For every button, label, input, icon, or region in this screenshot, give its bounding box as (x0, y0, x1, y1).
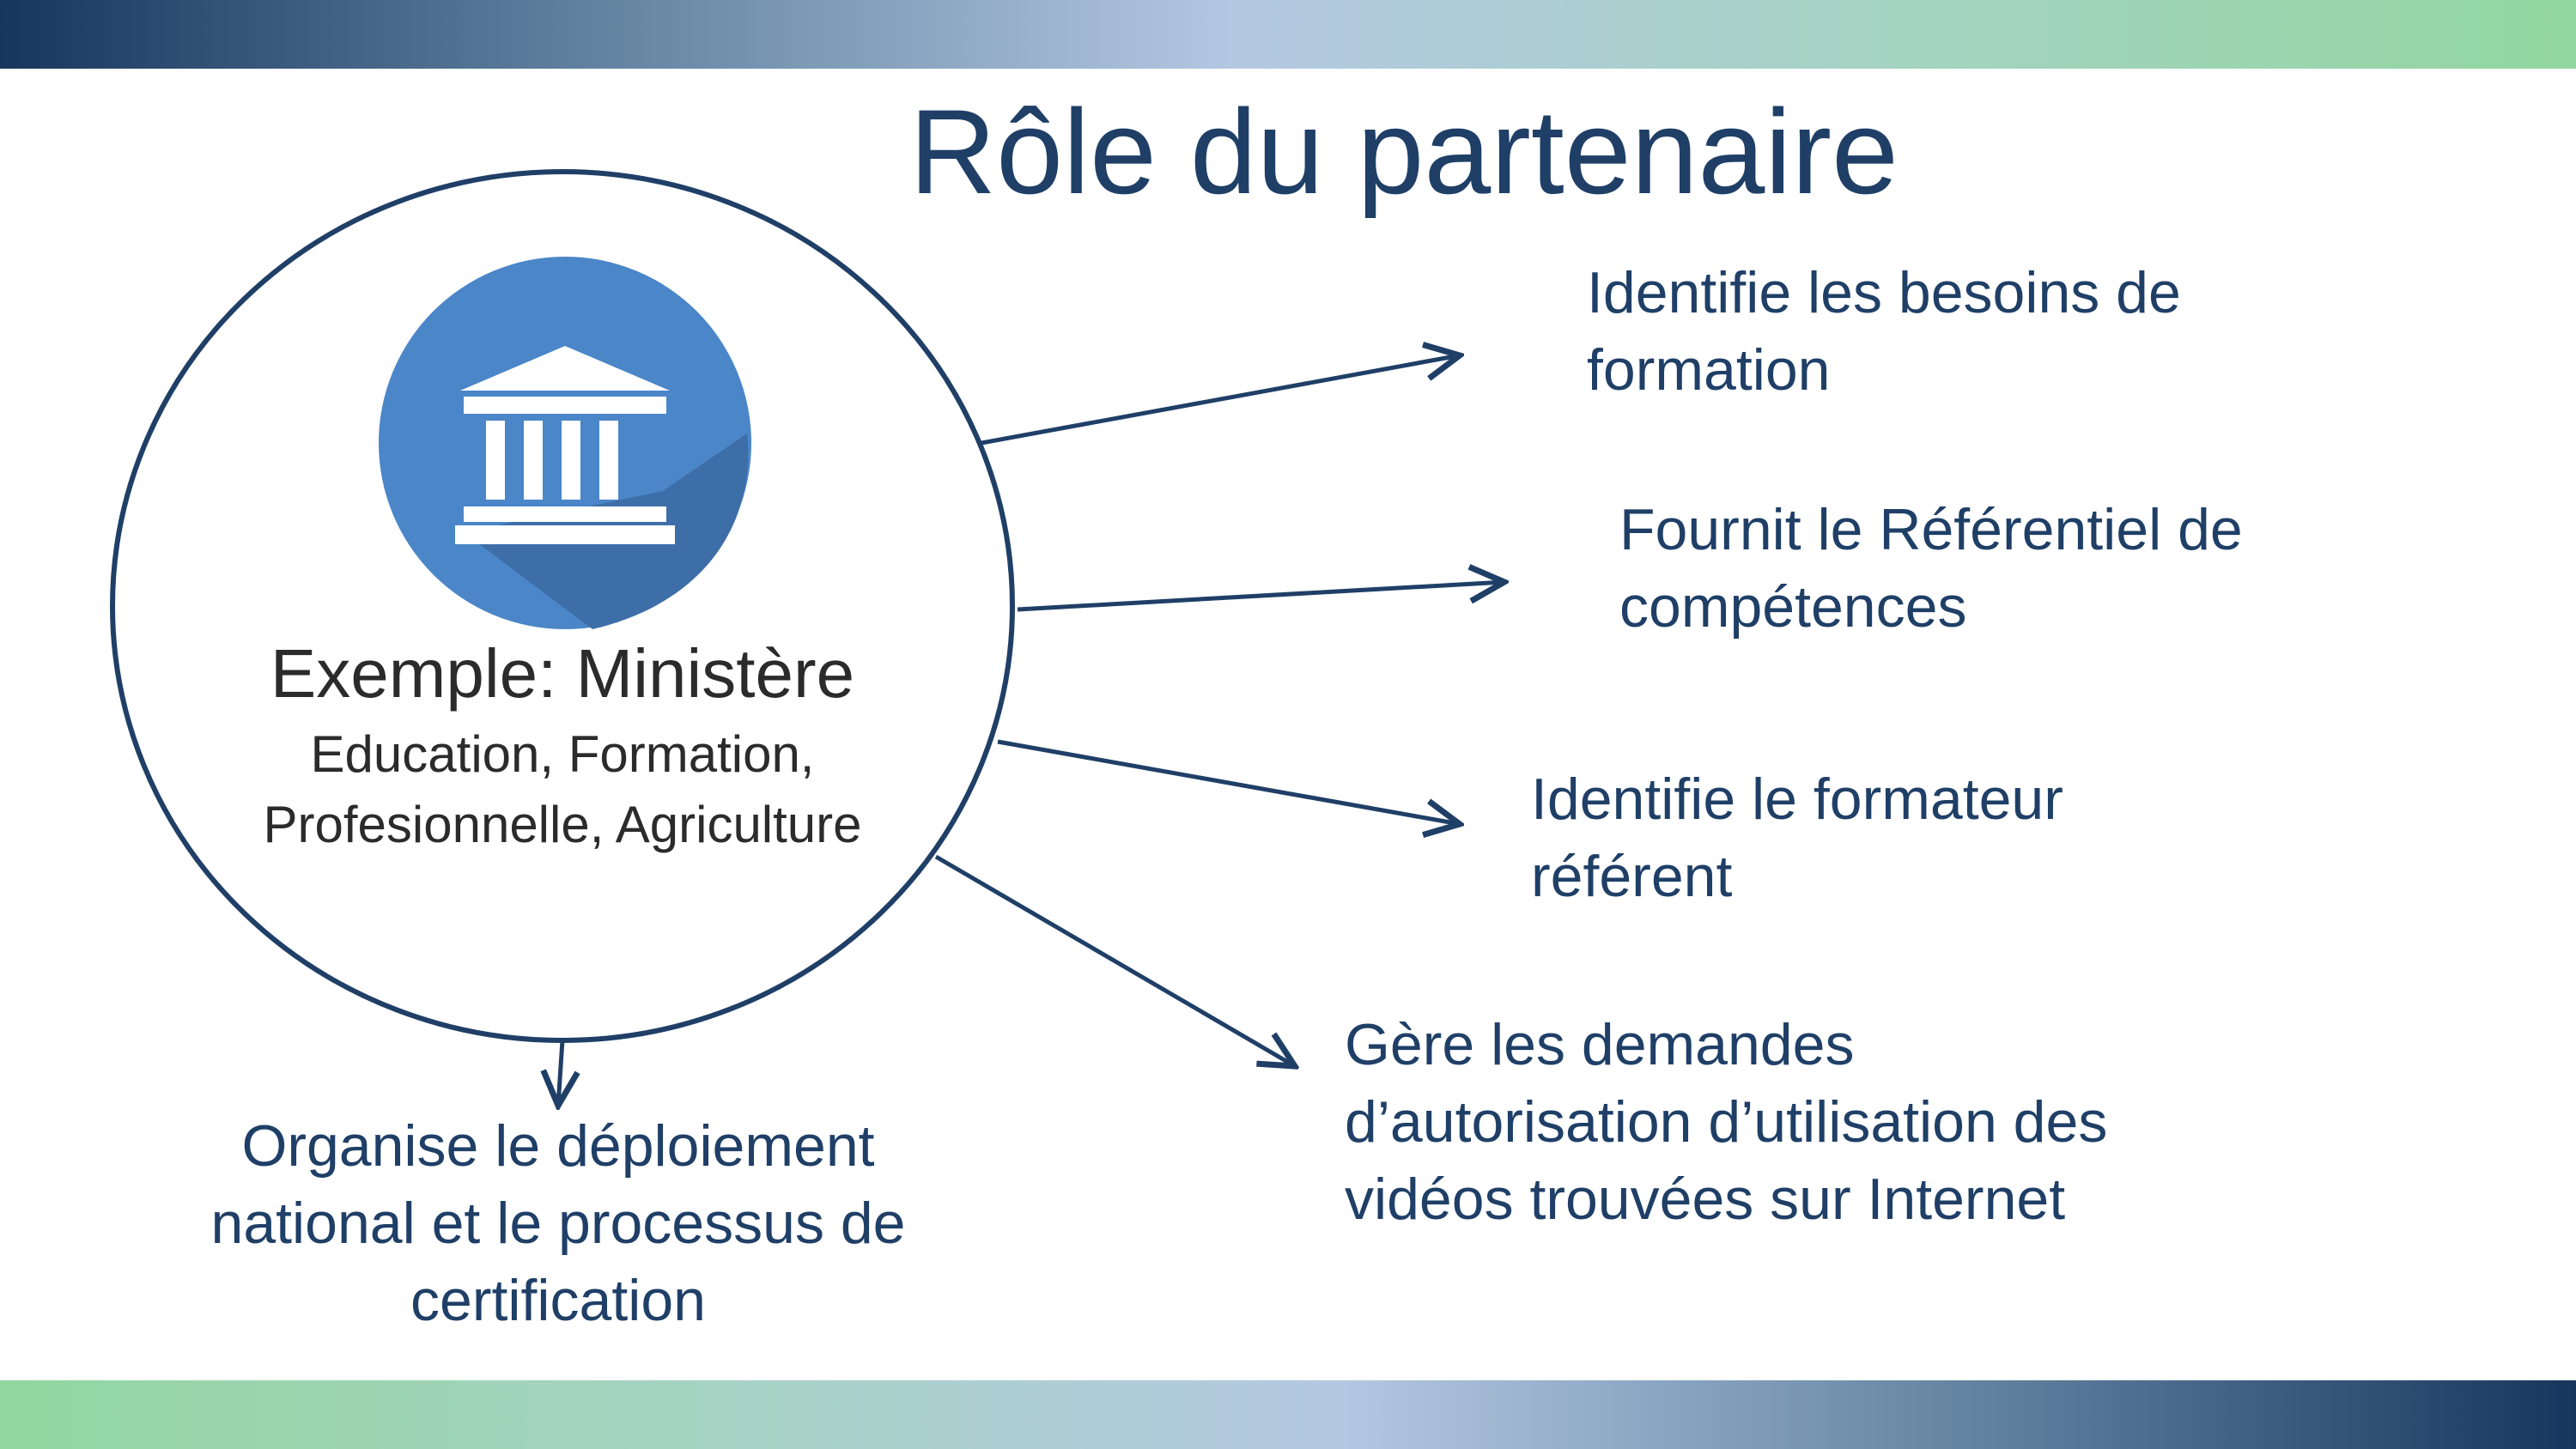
icon-base (455, 525, 675, 544)
arrow-to-referentiel (1017, 582, 1504, 612)
arrow-to-formateur (997, 739, 1460, 824)
center-subline: Profesionnelle, Agriculture (263, 796, 862, 853)
role-line: Identifie le formateur (1531, 767, 2063, 832)
role-line: national et le processus de (210, 1191, 906, 1256)
role-line: Fournit le Référentiel de (1619, 497, 2243, 562)
center-subline: Education, Formation, (310, 725, 815, 783)
top-gradient-band (0, 0, 2576, 69)
arrow-to-deploiement (558, 1040, 562, 1106)
government-building-icon (379, 257, 751, 629)
icon-roof (460, 346, 670, 391)
role-deploiement: Organise le déploiement national et le p… (103, 1107, 1013, 1339)
icon-column-4 (599, 421, 618, 500)
arrow-to-videos (934, 854, 1295, 1066)
role-line: formation (1587, 337, 1831, 403)
role-line: référent (1531, 844, 1733, 909)
role-line: compétences (1619, 574, 1967, 640)
icon-column-3 (562, 421, 580, 500)
role-line: Organise le déploiement (241, 1113, 875, 1179)
role-videos: Gère les demandes d’autorisation d’utili… (1345, 1006, 2107, 1238)
role-line: certification (410, 1268, 706, 1333)
role-line: d’autorisation d’utilisation des (1345, 1089, 2108, 1155)
center-label: Exemple: Ministère (270, 635, 855, 712)
role-line: Gère les demandes (1345, 1012, 1855, 1077)
icon-step-1 (464, 506, 666, 522)
role-formateur: Identifie le formateur référent (1531, 761, 2063, 915)
role-referentiel: Fournit le Référentiel de compétences (1619, 491, 2243, 646)
arrow-to-besoins (981, 355, 1460, 446)
icon-beam (464, 397, 666, 414)
role-line: vidéos trouvées sur Internet (1345, 1167, 2066, 1232)
role-line: Identifie les besoins de (1587, 260, 2181, 325)
bottom-gradient-band (0, 1380, 2576, 1449)
page-title: Rôle du partenaire (909, 84, 1899, 219)
role-besoins: Identifie les besoins de formation (1587, 254, 2181, 409)
icon-column-1 (486, 421, 505, 500)
center-sublabel: Education, Formation, Profesionnelle, Ag… (129, 719, 996, 860)
icon-column-2 (524, 421, 543, 500)
